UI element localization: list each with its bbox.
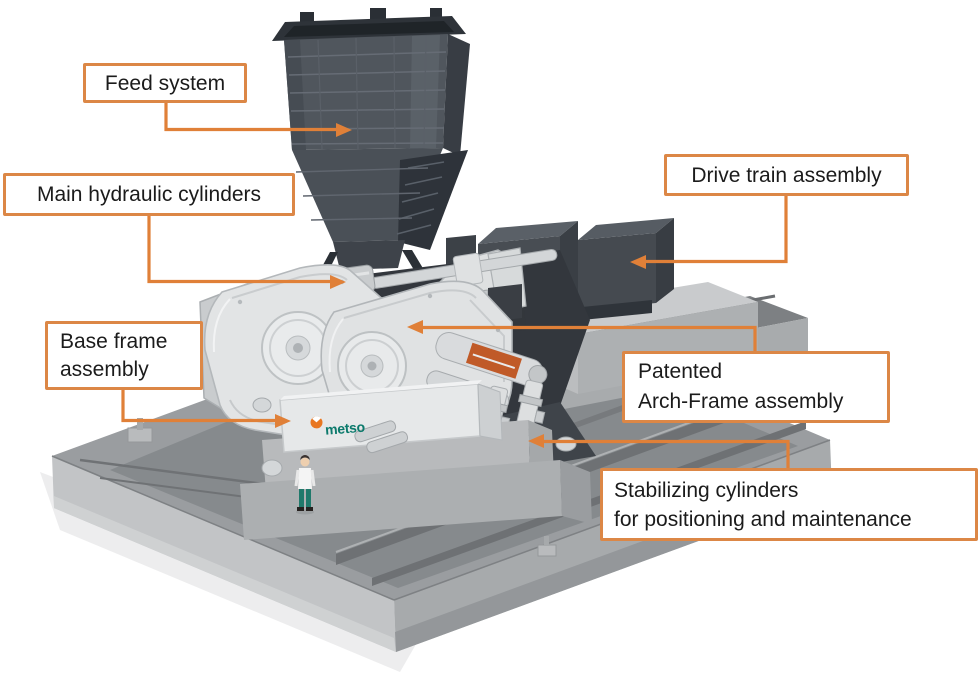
callout-base-frame-line2: assembly (60, 357, 149, 381)
callout-leaders (121, 103, 790, 468)
callout-patented-arch-frame: Patented Arch-Frame assembly (622, 351, 890, 423)
drive-train-arrow (630, 255, 646, 269)
metso-logo: metso (310, 416, 365, 438)
drive-motor-right (578, 218, 674, 320)
callout-base-frame-assembly: Base frame assembly (45, 321, 203, 390)
callout-main-hydraulic-cylinders: Main hydraulic cylinders (3, 173, 295, 216)
callout-drive-train-assembly: Drive train assembly (664, 154, 909, 196)
feed-hopper (272, 8, 470, 305)
banded-cylinder (435, 332, 548, 387)
callout-stabilizing-line2: for positioning and maintenance (614, 507, 912, 531)
feed-system-arrow (336, 123, 352, 137)
drive-train-leader-line (644, 196, 788, 264)
callout-stabilizing-line1: Stabilizing cylinders (614, 478, 799, 502)
callout-drive-train-label: Drive train assembly (691, 163, 882, 187)
feed-system-leader-line (164, 103, 338, 132)
callout-feed-system-label: Feed system (104, 71, 226, 95)
callout-stabilizing-cylinders: Stabilizing cylinders for positioning an… (600, 468, 978, 541)
main-hydraulic-leader-line (147, 216, 332, 284)
arch-frame-arrow (407, 320, 423, 334)
callout-feed-system: Feed system (83, 63, 247, 103)
stabilizing-leader-line (543, 439, 790, 468)
stabilizing-arrow (528, 434, 544, 448)
base-frame (252, 380, 577, 477)
callout-arch-frame-line1: Patented (638, 360, 723, 383)
callout-main-hydraulic-label: Main hydraulic cylinders (36, 183, 262, 206)
metso-logo-text: metso (324, 419, 365, 438)
callout-arch-frame-line2: Arch-Frame assembly (638, 390, 844, 413)
base-frame-arrow (275, 414, 291, 428)
main-hydraulic-arrow (330, 275, 346, 289)
arch-frame-leader-line (421, 325, 757, 351)
callout-base-frame-line1: Base frame (60, 329, 168, 353)
base-frame-leader-line (121, 390, 277, 423)
worker-figure (294, 455, 316, 515)
